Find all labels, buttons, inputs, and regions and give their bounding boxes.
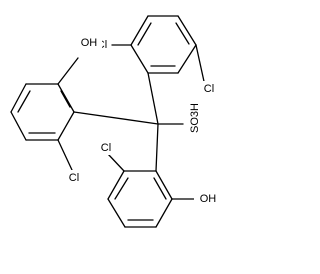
bond-to-central-carbon [155, 123, 159, 172]
bond-to-central-carbon [73, 111, 159, 125]
bond [10, 111, 27, 141]
bond-to-central-carbon [147, 72, 159, 125]
bond [57, 83, 75, 113]
chemical-structure: Cl Cl OH Cl SO3H Cl OH [10, 15, 222, 228]
bond-double-inner [114, 177, 129, 200]
cl-atom-label: Cl [204, 83, 214, 95]
cl-atom-label: Cl [101, 142, 111, 154]
bond-double-inner [60, 90, 71, 108]
bond [177, 44, 197, 74]
bond [155, 198, 173, 228]
oh-atom-label: OH [200, 193, 217, 205]
bond-double-inner [153, 177, 167, 200]
sulfonic-acid-label: SO3H [189, 103, 201, 133]
bond-double-inner [175, 22, 190, 45]
bonds [10, 15, 206, 228]
bond-to-cl-bottom [107, 153, 125, 172]
bond-to-oh-top-left [57, 57, 79, 85]
bond [155, 170, 173, 200]
bond [130, 15, 149, 46]
bond [130, 44, 149, 74]
bond [57, 111, 75, 141]
bond [10, 83, 27, 113]
cl-atom-label: Cl [69, 172, 79, 184]
bond [107, 198, 126, 228]
bond-double-inner [137, 22, 152, 46]
oh-atom-label: OH [81, 37, 98, 49]
bond-double-inner [17, 90, 31, 113]
bond [177, 15, 197, 46]
atom-labels: Cl Cl OH Cl SO3H Cl OH [62, 35, 222, 206]
bond-to-cl-right [195, 44, 206, 87]
bond [107, 170, 125, 200]
bond-to-cl-left [57, 139, 73, 171]
